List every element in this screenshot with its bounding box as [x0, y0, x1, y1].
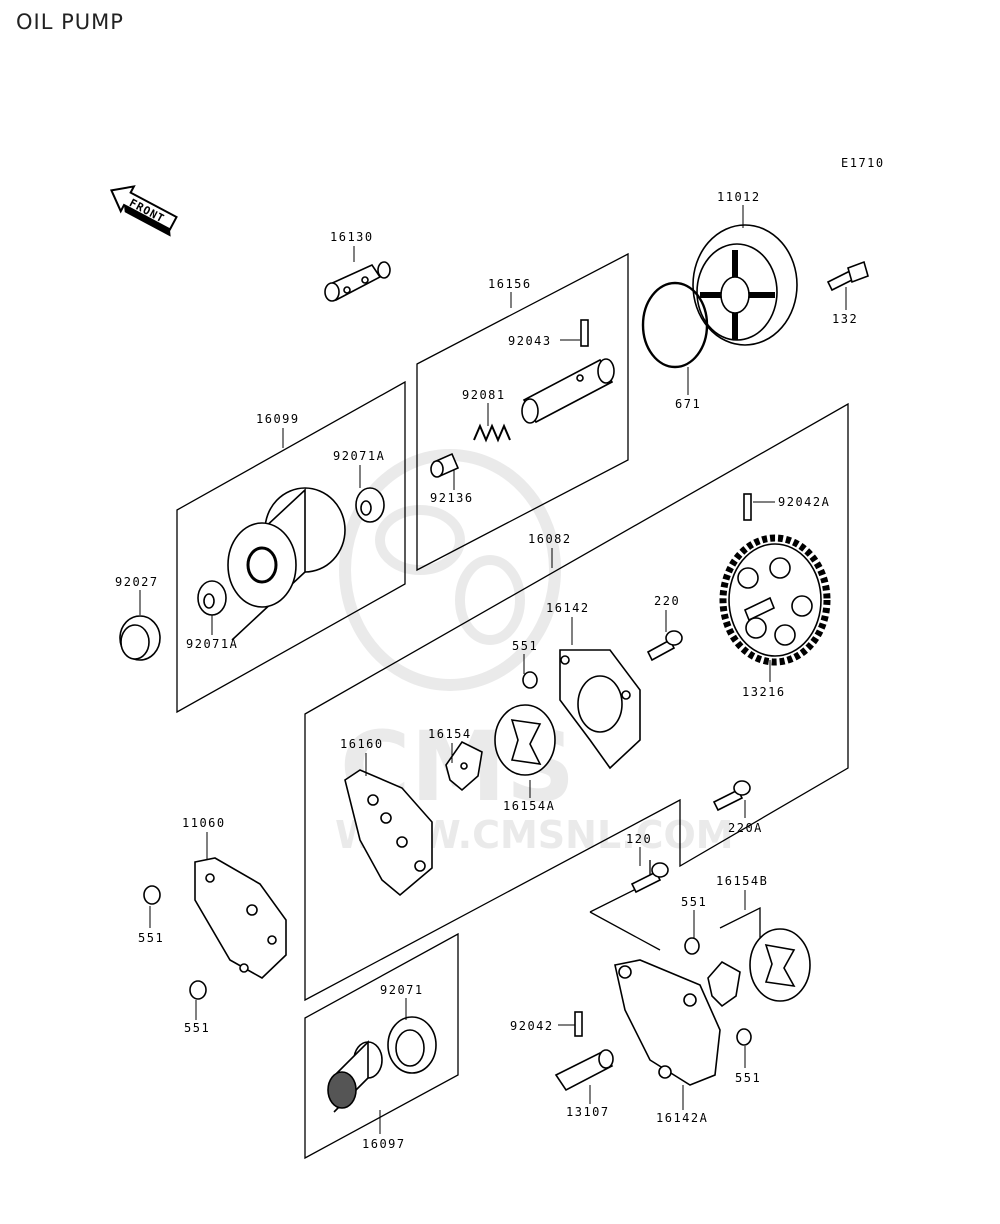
part-label-551-d: 551	[681, 895, 707, 909]
part-11060-gasket	[194, 857, 287, 979]
part-551-dowel-a	[522, 671, 538, 689]
part-label-13107: 13107	[566, 1105, 610, 1119]
part-16142-pump-plate	[559, 649, 641, 770]
part-132-bolt	[826, 260, 869, 292]
part-16154B-rotor-set	[707, 928, 811, 1008]
part-label-551-a: 551	[512, 639, 538, 653]
part-label-16160: 16160	[340, 737, 384, 751]
part-label-551-b: 551	[138, 931, 164, 945]
part-label-16156: 16156	[488, 277, 532, 291]
part-label-551-c: 551	[184, 1021, 210, 1035]
part-label-16154: 16154	[428, 727, 472, 741]
part-92071A-grommet-top	[355, 487, 385, 523]
part-label-671: 671	[675, 397, 701, 411]
part-13107-shaft	[554, 1049, 614, 1092]
part-label-16097: 16097	[362, 1137, 406, 1151]
part-16156-piston	[521, 358, 615, 424]
part-label-92042A: 92042A	[778, 495, 830, 509]
part-671-o-ring	[641, 281, 709, 369]
part-92071-grommet	[387, 1016, 437, 1074]
group-outline-16097	[304, 932, 459, 1160]
page-title: OIL PUMP	[16, 10, 124, 34]
part-13216-gear	[719, 534, 831, 666]
group-outline-16156	[416, 252, 629, 572]
part-92071A-grommet-bottom	[197, 580, 227, 616]
part-551-dowel-e	[736, 1028, 752, 1046]
part-16142A-pump-body	[614, 959, 721, 1086]
part-551-dowel-b	[143, 885, 161, 905]
part-label-92136: 92136	[430, 491, 474, 505]
part-label-16154B: 16154B	[716, 874, 768, 888]
part-92042-pin	[574, 1011, 583, 1037]
part-92027-collar	[119, 615, 161, 661]
part-16130-relief-valve	[324, 261, 391, 302]
part-label-220: 220	[654, 594, 680, 608]
figure-code: E1710	[841, 156, 885, 170]
group-outline-16082	[304, 402, 849, 1002]
part-label-92043: 92043	[508, 334, 552, 348]
part-label-92071A-bottom: 92071A	[186, 637, 238, 651]
part-label-13216: 13216	[742, 685, 786, 699]
part-92042A-pin	[743, 493, 752, 521]
part-11012-cover	[692, 224, 798, 346]
part-label-16154A: 16154A	[503, 799, 555, 813]
part-16154-inner-rotor	[445, 740, 483, 792]
part-16097-strainer	[327, 1040, 383, 1113]
part-label-132: 132	[832, 312, 858, 326]
part-551-dowel-c	[189, 980, 207, 1000]
part-label-551-e: 551	[735, 1071, 761, 1085]
part-551-dowel-d	[684, 937, 700, 955]
part-92081-spring	[473, 423, 511, 443]
part-220-bolt	[646, 630, 683, 662]
group-outline-16142A-b	[589, 911, 661, 951]
part-label-16142A: 16142A	[656, 1111, 708, 1125]
part-label-92071A-top: 92071A	[333, 449, 385, 463]
part-label-16142: 16142	[546, 601, 590, 615]
part-220A-bolt	[712, 780, 751, 812]
part-label-92027: 92027	[115, 575, 159, 589]
part-label-11060: 11060	[182, 816, 226, 830]
part-label-16099: 16099	[256, 412, 300, 426]
front-arrow-icon: FRONT	[109, 185, 178, 237]
part-label-16082: 16082	[528, 532, 572, 546]
part-label-11012: 11012	[717, 190, 761, 204]
part-16099-oil-filter	[227, 487, 346, 641]
part-label-120: 120	[626, 832, 652, 846]
part-16160-gasket	[344, 769, 433, 897]
part-label-92071: 92071	[380, 983, 424, 997]
parts	[119, 224, 869, 1113]
part-label-220A: 220A	[728, 821, 763, 835]
part-label-92042: 92042	[510, 1019, 554, 1033]
part-label-92081: 92081	[462, 388, 506, 402]
part-label-16130: 16130	[330, 230, 374, 244]
part-92043-pin	[580, 319, 589, 347]
group-outline-16099	[176, 380, 406, 714]
part-120-bolt	[630, 862, 669, 894]
leader-lines	[139, 205, 847, 1134]
part-16154A-outer-rotor	[494, 704, 556, 776]
part-92136-collar	[430, 452, 460, 478]
